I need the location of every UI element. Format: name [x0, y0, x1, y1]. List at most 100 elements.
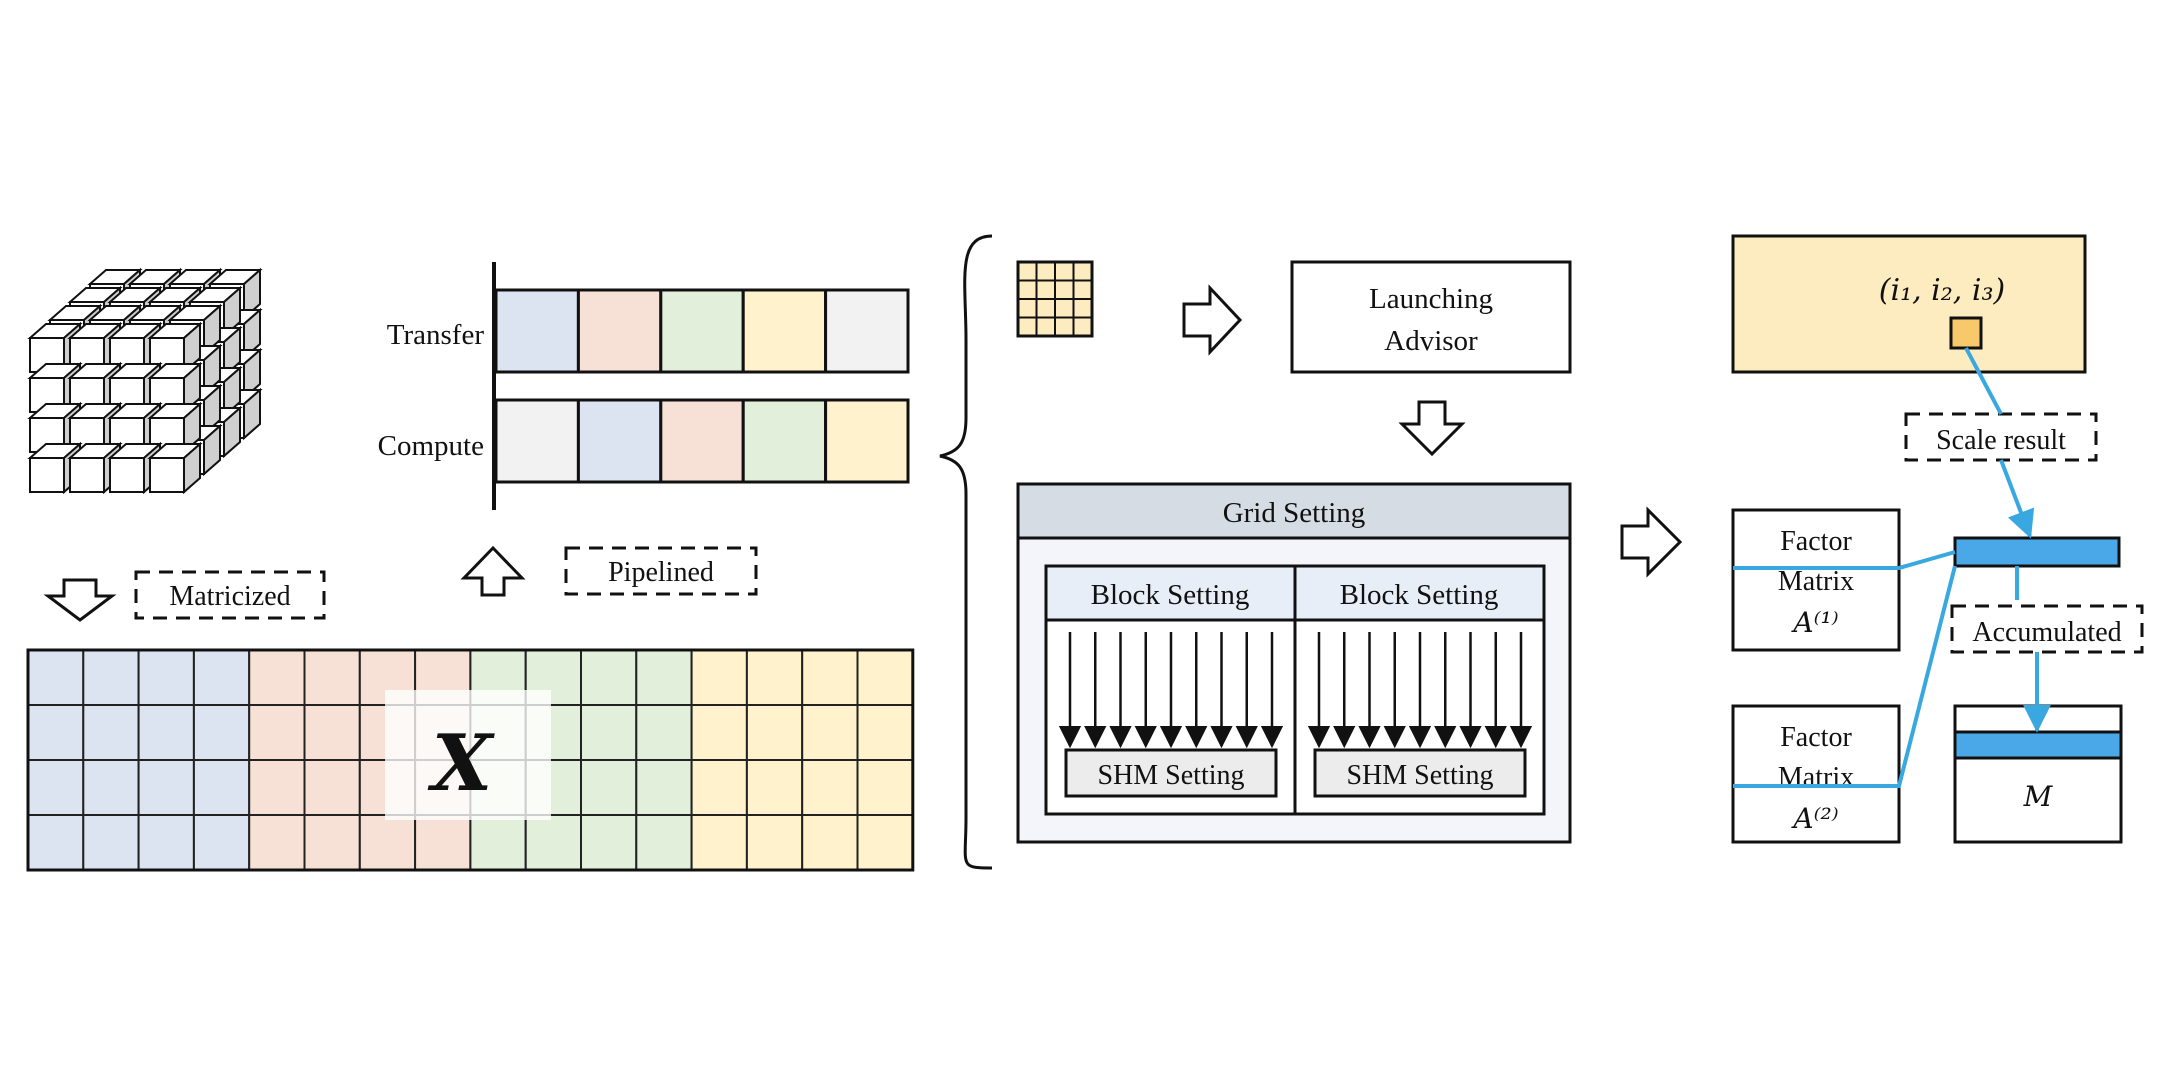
matrix-cell	[801, 814, 859, 871]
matrix-cell	[690, 704, 748, 761]
matrix-cell	[635, 704, 693, 761]
factor-matrix-1-box	[1731, 508, 1901, 652]
tile-cell	[1017, 279, 1038, 300]
transfer-label: Transfer	[387, 319, 485, 351]
cube-front-face	[149, 457, 185, 493]
matrix-cell	[856, 649, 914, 706]
factor-matrix-2-symbol: A⁽²⁾	[1790, 802, 1838, 835]
pipeline-stages	[494, 288, 910, 484]
cube-front-face	[109, 457, 145, 493]
pipelined-label: Pipelined	[608, 557, 714, 588]
matricized-label-box	[134, 570, 326, 620]
matrix-cell	[801, 759, 859, 816]
matrix-cell	[635, 759, 693, 816]
compute-label: Compute	[378, 430, 484, 462]
matrix-cell	[580, 704, 638, 761]
shm-setting-label-2: SHM Setting	[1346, 760, 1493, 791]
output-row-bar	[1953, 730, 2123, 760]
accumulated-box	[1950, 604, 2144, 654]
matrix-cell	[745, 649, 804, 706]
factor-matrix-1-symbol: A⁽¹⁾	[1790, 606, 1838, 639]
tile-cell	[1072, 279, 1093, 300]
compute-stage	[824, 398, 910, 484]
matrix-cell	[303, 704, 361, 761]
flow-line-element-to-scale	[1964, 347, 2003, 415]
tensor-cube-cell	[147, 441, 203, 495]
tile-cell	[1072, 316, 1093, 337]
transfer-stage	[494, 288, 580, 374]
matrix-cell	[303, 759, 361, 816]
matrix-cell	[745, 759, 804, 816]
tile-cell	[1017, 261, 1038, 282]
launching-advisor-line1: Launching	[1369, 283, 1493, 315]
block-setting-header-2	[1293, 564, 1546, 622]
section-brace	[939, 234, 993, 870]
matrix-cell	[690, 649, 748, 706]
matrix-cell	[856, 704, 914, 761]
matrix-cell	[27, 759, 85, 816]
data-flow-lines	[1733, 347, 2051, 788]
flow-line-factor1	[1733, 550, 1956, 570]
index-tuple-label: (i₁, i₂, i₃)	[1879, 273, 2005, 308]
shm-setting-box-2	[1313, 748, 1527, 798]
factor-matrix-1-line2: Matrix	[1778, 566, 1854, 597]
launching-advisor-box	[1290, 260, 1572, 374]
matrix-cell	[635, 649, 693, 706]
scaled-row-bar	[1953, 536, 2121, 568]
compute-stage	[494, 398, 580, 484]
factor-matrix-1-line1: Factor	[1780, 526, 1852, 557]
matrix-cell	[745, 814, 804, 871]
matrix-cell	[745, 704, 804, 761]
matrix-cell	[248, 704, 306, 761]
matrix-cell	[856, 814, 914, 871]
factor-matrix-2-line2: Matrix	[1778, 762, 1854, 793]
transfer-stage	[659, 288, 745, 374]
matrix-cell	[137, 814, 195, 871]
tile-cell	[1035, 261, 1056, 282]
matrix-cell	[635, 814, 693, 871]
matrix-cell	[690, 814, 748, 871]
compute-stage	[576, 398, 663, 484]
compute-stage	[659, 398, 745, 484]
pipelined-label-box	[564, 546, 758, 596]
matrix-cell	[248, 814, 306, 871]
matrix-cell	[82, 649, 140, 706]
transfer-stage	[576, 288, 663, 374]
matrix-cell	[358, 814, 417, 871]
transfer-stage	[824, 288, 910, 374]
tensor-symbol-backdrop	[385, 690, 551, 820]
matrix-cell	[303, 814, 361, 871]
flow-line-scale-to-row	[1999, 459, 2035, 539]
factor-matrix-2-line1: Factor	[1780, 722, 1852, 753]
pipelined-arrow-icon	[460, 545, 526, 597]
right-arrow-icon	[1182, 284, 1243, 356]
matricized-arrow-icon	[43, 578, 117, 622]
matrix-cell	[469, 814, 527, 871]
tile-grid-border	[1016, 260, 1094, 338]
tile-cell	[1054, 298, 1075, 319]
tensor-symbol: X	[427, 718, 496, 809]
matrix-cell	[192, 814, 251, 871]
flow-line-factor2	[1733, 565, 1957, 788]
matrix-cell	[192, 759, 251, 816]
tile-cell	[1054, 261, 1075, 282]
cube-front-face	[69, 457, 105, 493]
matrix-cell	[303, 649, 361, 706]
scale-result-label: Scale result	[1936, 425, 2066, 456]
tile-cell	[1035, 279, 1056, 300]
grid-setting-header	[1016, 482, 1572, 540]
right-arrow-icon-2	[1620, 506, 1683, 578]
tile-cell	[1072, 261, 1093, 282]
matrix-cell	[856, 759, 914, 816]
matrix-cell	[82, 814, 140, 871]
matrix-cell	[192, 704, 251, 761]
matrix-cell	[192, 649, 251, 706]
matricized-label: Matricized	[169, 581, 290, 612]
tile-cell	[1072, 298, 1093, 319]
block-setting-header-1	[1044, 564, 1297, 622]
matrix-cell	[137, 704, 195, 761]
matrix-cell	[27, 704, 85, 761]
matrix-cell	[137, 649, 195, 706]
matrix-cell	[27, 814, 85, 871]
